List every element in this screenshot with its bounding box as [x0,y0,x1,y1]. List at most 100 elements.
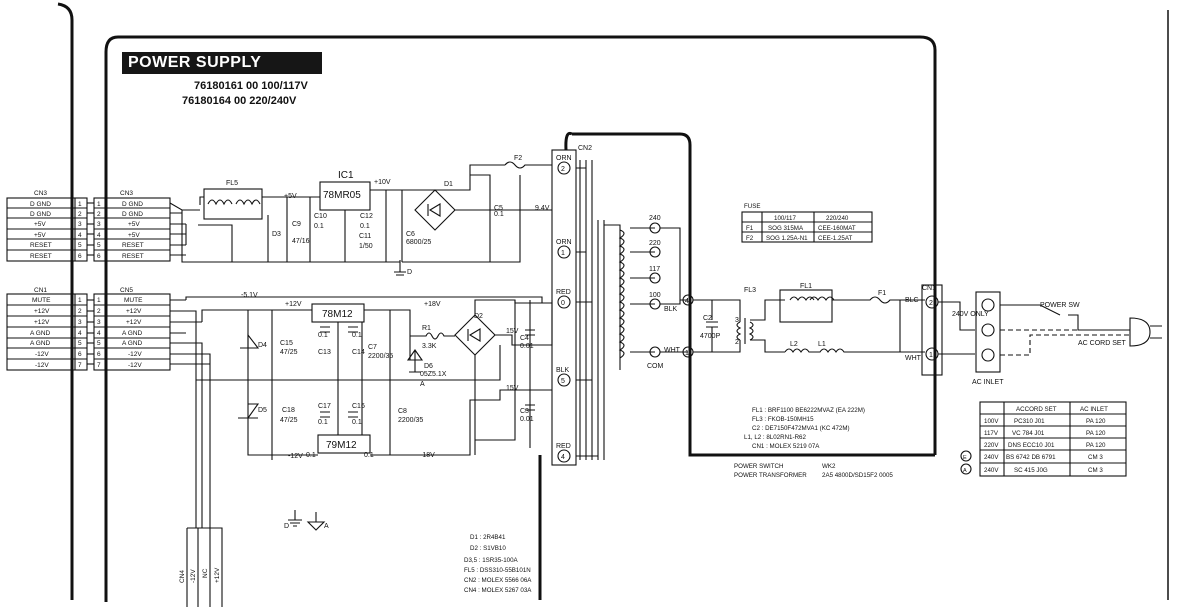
part-number: 76180164 00 220/240V [182,95,297,107]
cn3-left-row: D GND [30,201,51,208]
accord-cell: PC310 J01 [1014,418,1045,425]
accord-cell: VC 784 J01 [1012,430,1045,437]
power-transformer-value: 2A5 4800D/SD15F2 0005 [822,472,893,479]
wht-ac-label: WHT [664,347,681,354]
cn1-left-row: A GND [30,340,51,347]
l1-label: L1 [818,341,826,348]
cn2-pin: 1 [561,250,565,257]
fl3-pin: 3 [735,317,739,324]
cn1-left-pin: 6 [78,351,82,358]
reg-pos-part: 78M12 [322,309,353,320]
ac-pin: 4 [685,298,689,305]
c18-label: C18 [282,407,295,414]
power-transformer-label: POWER TRANSFORMER [734,472,807,479]
accord-cell: CM 3 [1088,454,1103,461]
cn3-right-row: +5V [128,221,140,228]
d6-label: D6 [424,363,433,370]
fuse-cell: CEE-1.25AT [818,235,852,242]
cn3-right-pin: 4 [97,232,101,239]
v-minus12-label: -12V [288,453,303,460]
d3-label: D3 [272,231,281,238]
cn1-left-row: +12V [34,319,50,326]
page-title: POWER SUPPLY BOARD [122,52,322,93]
cn5-right-pin: 7 [97,362,101,369]
ac-frame [538,131,935,600]
tap-label: 220 [649,240,661,247]
blc-label: BLC [905,297,919,304]
cap-value: 0.1 [352,332,362,339]
accord-cell: PA 120 [1086,418,1106,425]
c13-label: C13 [318,349,331,356]
cn3-right-pin: 3 [97,221,101,228]
cn5-right-row: A GND [122,340,143,347]
cn5-right-pin: 3 [97,319,101,326]
accord-header: AC INLET [1080,406,1108,413]
part-number: 76180161 00 100/117V [194,80,308,92]
cn4-label: NC [202,568,209,578]
cap-value: 0.1 [494,211,504,218]
fuse-cell: F2 [746,235,754,242]
v-plus5-label: +5V [284,193,297,200]
accord-cell: 220V [984,442,999,449]
accord-header: ACCORD SET [1016,406,1057,413]
cn1-left-row: A GND [30,330,51,337]
cn5-right-row: +12V [126,308,142,315]
cap-value: 0.1 [318,332,328,339]
accord-cell: BS 6742 DB 6791 [1006,454,1056,461]
bottom-part-line: D2 : S1VB10 [470,545,506,552]
ground-a-label: A [324,523,329,530]
d2-label: D2 [474,313,483,320]
c18-value: 47/25 [280,417,298,424]
part-list-line: L1, L2 : 8L02RN1-R62 [744,434,806,441]
c16-label: C16 [352,403,365,410]
v-plus18-label: +18V [424,301,441,308]
cap-c3-value: 0.01 [520,416,534,423]
c7-value: 2200/35 [368,353,393,360]
cn1-left-pin: 5 [78,340,82,347]
cn1-left-row: -12V [35,362,49,369]
red-label: RED [556,289,571,296]
cn5-right-row: A GND [122,330,143,337]
board-frame [104,35,937,602]
d1-label: D1 [444,181,453,188]
c15-value: 47/25 [280,349,298,356]
accord-cell: PA 120 [1086,442,1106,449]
cap-value: 0.1 [318,419,328,426]
tap-label: 100 [649,292,661,299]
inlet-pin: 1 [929,352,933,359]
accord-marker: E [963,455,967,461]
ac-cord-set-label: AC CORD SET [1078,340,1127,347]
cn3-right-pin: 6 [97,253,101,260]
fuse-cell: SOG 1.25A-N1 [766,235,808,242]
cn3-right-row: D GND [122,201,143,208]
cap-c4-value: 0.01 [520,343,534,350]
c15-label: C15 [280,340,293,347]
cn3-left-pin: 4 [78,232,82,239]
power-switch-label: POWER SWITCH [734,463,784,470]
v-15-label: 15V [506,328,519,335]
cap-value: 0.1 [364,452,374,459]
cn5-right-header: CN5 [120,287,133,294]
tap-label: COM [647,363,664,370]
cn3-left-pin: 5 [78,242,82,249]
cn5-right-row: -12V [128,362,142,369]
cn3-left-header: CN3 [34,190,47,197]
c11-value: 1/50 [359,243,373,250]
r1-value: 3.3K [422,343,437,350]
cn5-right-pin: 1 [97,297,101,304]
cn3-right-row: D GND [122,211,143,218]
c9-value: 47/16 [292,238,310,245]
r1-label: R1 [422,325,431,332]
cn3-right-pin: 5 [97,242,101,249]
fuse-header: 220/240 [826,215,849,222]
fuse-header: 100/117 [774,215,796,222]
bottom-part-line: D3,5 : 1SR35-100A [464,557,519,564]
cn3-left-pin: 1 [78,201,82,208]
power-sw-label: POWER SW [1040,302,1080,309]
left-board-edge [57,2,74,600]
cn5-right-pin: 6 [97,351,101,358]
cn2-pin: 0 [561,300,565,307]
v-plus12-label: +12V [285,301,302,308]
accord-cell: DNS ECC10 J01 [1008,442,1055,449]
cn1-left-row: +12V [34,308,50,315]
